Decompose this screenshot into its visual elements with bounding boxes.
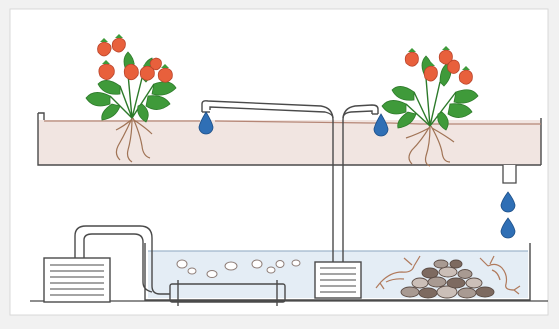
stone xyxy=(458,288,476,298)
stone xyxy=(428,277,446,287)
pebble xyxy=(207,271,217,278)
stone xyxy=(476,287,494,297)
stone xyxy=(401,287,419,297)
strawberry xyxy=(99,64,114,80)
pebble xyxy=(292,260,300,266)
pebble xyxy=(188,268,196,274)
filter-box-icon xyxy=(44,258,110,302)
stone xyxy=(439,267,457,277)
strawberry xyxy=(150,58,161,70)
pebble xyxy=(276,261,284,268)
stone xyxy=(447,278,465,288)
pebble xyxy=(267,267,275,273)
pebble xyxy=(252,260,262,268)
stone xyxy=(434,260,448,268)
pump-icon xyxy=(315,262,361,298)
stone xyxy=(422,268,438,278)
strawberry xyxy=(124,64,138,80)
stone xyxy=(412,278,428,288)
strawberry xyxy=(405,52,418,66)
strawberry xyxy=(112,38,125,52)
stone xyxy=(450,260,462,268)
pebble xyxy=(177,260,187,268)
grow-bed-fill xyxy=(38,120,541,165)
stone xyxy=(419,288,437,298)
strawberry xyxy=(459,70,472,84)
strawberry xyxy=(158,68,172,82)
pebble xyxy=(225,262,237,270)
stone xyxy=(466,278,482,288)
drain-outlet xyxy=(503,165,516,183)
strawberry xyxy=(448,60,460,74)
strawberry xyxy=(424,66,437,81)
stone xyxy=(458,270,472,279)
